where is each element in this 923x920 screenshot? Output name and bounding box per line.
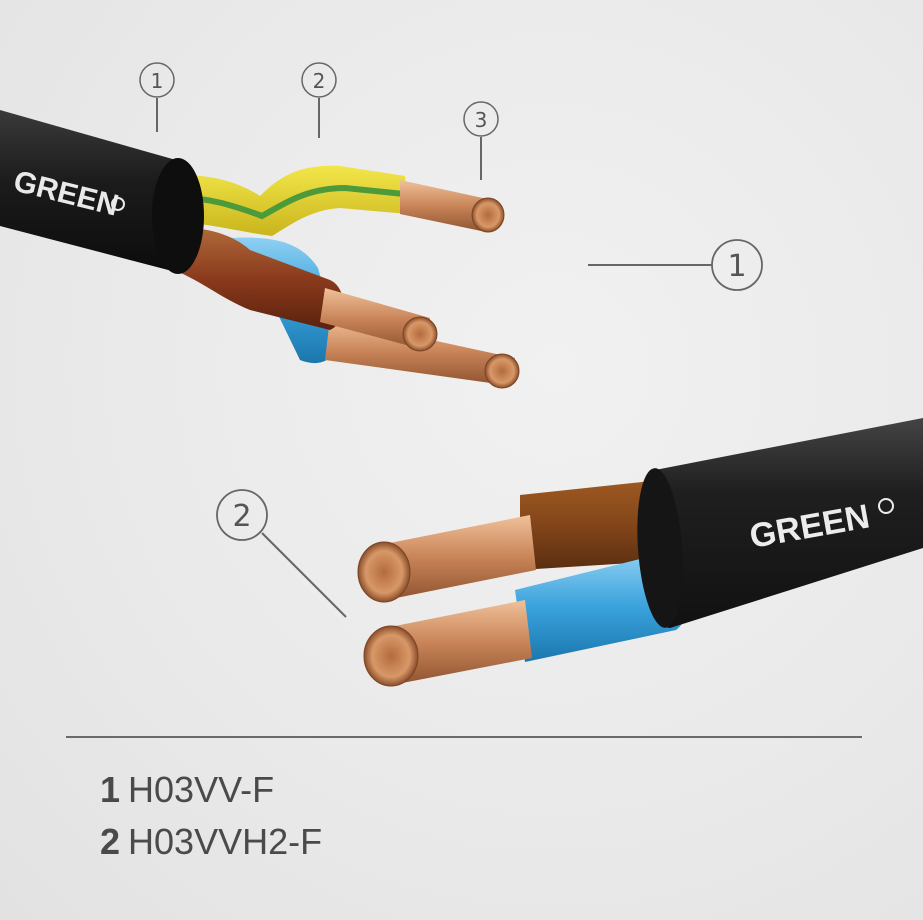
top-cable: GREEN (0, 110, 520, 389)
callout-top-conductor: 3 (463, 101, 499, 180)
top-cable-jacket (0, 110, 194, 272)
svg-text:2: 2 (232, 499, 251, 534)
callout-bottom-cable-label: 2 (216, 489, 347, 618)
svg-text:1: 1 (151, 69, 164, 93)
svg-text:3: 3 (475, 108, 488, 132)
bottom-cable: GREEN (357, 418, 923, 687)
callout-top-cable-label: 1 (588, 239, 763, 291)
top-cable-earth-core (165, 165, 505, 236)
callout-top-insulation: 2 (301, 62, 337, 138)
svg-text:2: 2 (313, 69, 326, 93)
svg-text:1: 1 (727, 249, 746, 284)
legend-number: 2 (100, 821, 121, 862)
bottom-cable-jacket (643, 418, 923, 628)
green-logo-icon (878, 498, 894, 514)
legend-number: 1 (100, 769, 121, 810)
legend-divider (66, 736, 862, 738)
bottom-cable-jacket-end (637, 468, 683, 628)
top-cable-brown-core (168, 227, 438, 352)
callout-top-jacket: 1 (139, 62, 175, 132)
legend-cable-code: H03VV-F (128, 769, 275, 810)
green-logo-icon (111, 197, 125, 211)
top-cable-jacket-end (152, 158, 204, 274)
legend-cable-code: H03VVH2-F (128, 821, 323, 862)
